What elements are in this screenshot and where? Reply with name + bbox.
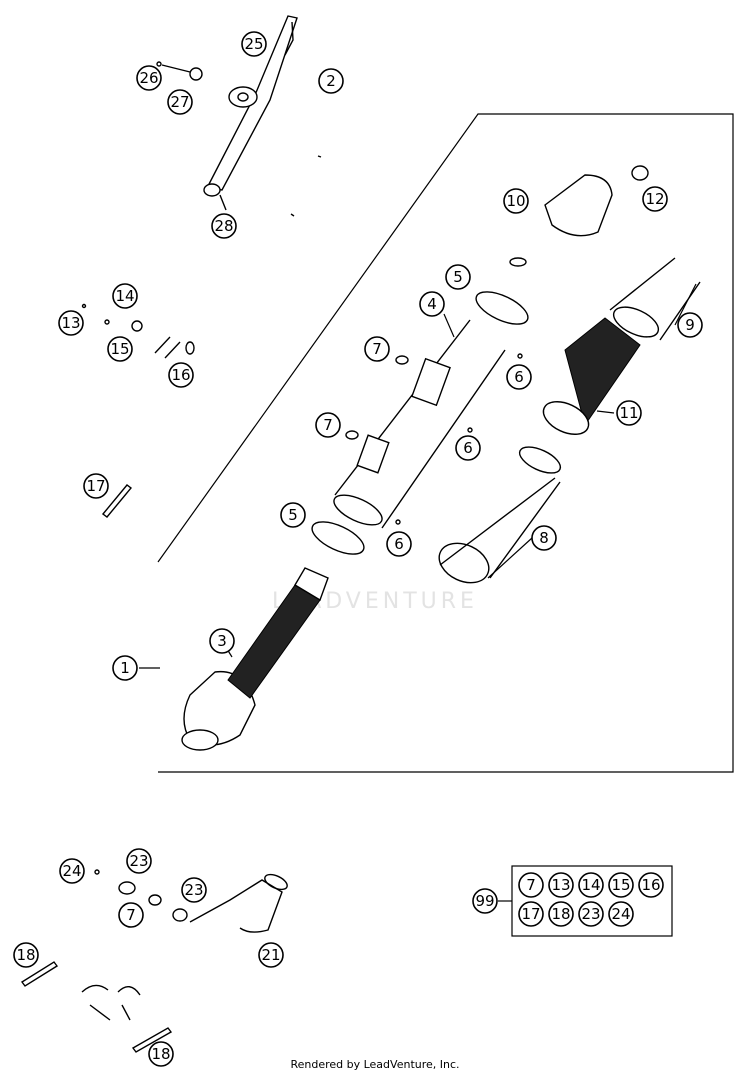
kit-99-label[interactable]: 99 — [472, 888, 498, 914]
callout-18a[interactable]: 18 — [13, 942, 39, 968]
callout-17[interactable]: 17 — [83, 473, 109, 499]
callout-5a[interactable]: 5 — [445, 264, 471, 290]
assembly-frame — [157, 113, 734, 773]
kit-item[interactable]: 18 — [548, 901, 574, 927]
svg-text:27: 27 — [170, 93, 189, 111]
svg-text:15: 15 — [110, 340, 129, 358]
svg-text:21: 21 — [261, 946, 280, 964]
svg-text:18: 18 — [16, 946, 35, 964]
svg-text:7: 7 — [126, 906, 136, 924]
svg-text:99: 99 — [475, 892, 494, 910]
callout-6a[interactable]: 6 — [506, 364, 532, 390]
svg-text:23: 23 — [581, 905, 600, 923]
svg-text:6: 6 — [514, 368, 524, 386]
svg-text:4: 4 — [427, 295, 437, 313]
svg-text:16: 16 — [171, 366, 190, 384]
svg-text:3: 3 — [217, 632, 227, 650]
kit-item[interactable]: 14 — [578, 872, 604, 898]
callout-28[interactable]: 28 — [211, 213, 237, 239]
svg-text:17: 17 — [86, 477, 105, 495]
lower-parts-group — [20, 869, 288, 1053]
svg-text:16: 16 — [641, 876, 660, 894]
svg-text:25: 25 — [244, 35, 263, 53]
callout-23a[interactable]: 23 — [126, 848, 152, 874]
kit-item[interactable]: 17 — [518, 901, 544, 927]
callout-6b[interactable]: 6 — [455, 435, 481, 461]
callout-8[interactable]: 8 — [531, 525, 557, 551]
kickstart-lever — [156, 15, 322, 217]
svg-text:26: 26 — [139, 69, 158, 87]
small-parts-13-16 — [81, 303, 195, 359]
callout-26[interactable]: 26 — [136, 65, 162, 91]
callout-7a[interactable]: 7 — [364, 336, 390, 362]
svg-text:14: 14 — [115, 287, 134, 305]
callout-14[interactable]: 14 — [112, 283, 138, 309]
kit-item[interactable]: 23 — [578, 901, 604, 927]
svg-text:7: 7 — [526, 876, 536, 894]
svg-text:14: 14 — [581, 876, 600, 894]
svg-text:7: 7 — [323, 416, 333, 434]
svg-text:28: 28 — [214, 217, 233, 235]
svg-text:13: 13 — [551, 876, 570, 894]
callout-6c[interactable]: 6 — [386, 531, 412, 557]
callout-7b[interactable]: 7 — [315, 412, 341, 438]
callout-15[interactable]: 15 — [107, 336, 133, 362]
svg-text:24: 24 — [62, 862, 81, 880]
callout-9[interactable]: 9 — [677, 312, 703, 338]
callout-4[interactable]: 4 — [419, 291, 445, 317]
callout-27[interactable]: 27 — [167, 89, 193, 115]
svg-text:9: 9 — [685, 316, 695, 334]
svg-text:5: 5 — [453, 268, 463, 286]
leader-lines — [139, 283, 697, 669]
footer-credit: Rendered by LeadVenture, Inc. — [290, 1058, 460, 1071]
callout-23b[interactable]: 23 — [181, 877, 207, 903]
svg-text:17: 17 — [521, 905, 540, 923]
svg-text:6: 6 — [463, 439, 473, 457]
kit-item[interactable]: 16 — [638, 872, 664, 898]
callout-12[interactable]: 12 — [642, 186, 668, 212]
svg-text:12: 12 — [645, 190, 664, 208]
svg-text:7: 7 — [372, 340, 382, 358]
callout-25[interactable]: 25 — [241, 31, 267, 57]
svg-text:23: 23 — [184, 881, 203, 899]
svg-text:23: 23 — [129, 852, 148, 870]
svg-text:1: 1 — [120, 659, 130, 677]
svg-text:10: 10 — [506, 192, 525, 210]
svg-text:2: 2 — [326, 72, 336, 90]
svg-text:18: 18 — [151, 1045, 170, 1063]
callout-13[interactable]: 13 — [58, 310, 84, 336]
kit-99: 99 7 13 14 15 16 17 18 23 24 — [472, 865, 673, 937]
svg-text:15: 15 — [611, 876, 630, 894]
svg-text:13: 13 — [61, 314, 80, 332]
pin-17 — [101, 484, 133, 518]
svg-text:24: 24 — [611, 905, 630, 923]
kit-item[interactable]: 15 — [608, 872, 634, 898]
callout-7c[interactable]: 7 — [118, 902, 144, 928]
kit-item[interactable]: 7 — [518, 872, 544, 898]
callout-3[interactable]: 3 — [209, 628, 235, 654]
kit-item[interactable]: 13 — [548, 872, 574, 898]
callout-5b[interactable]: 5 — [280, 502, 306, 528]
callout-18b[interactable]: 18 — [148, 1041, 174, 1067]
kit-item[interactable]: 24 — [608, 901, 634, 927]
callout-1[interactable]: 1 — [112, 655, 138, 681]
svg-text:11: 11 — [619, 404, 638, 422]
callout-21[interactable]: 21 — [258, 942, 284, 968]
callout-16[interactable]: 16 — [168, 362, 194, 388]
svg-text:6: 6 — [394, 535, 404, 553]
callout-11[interactable]: 11 — [616, 400, 642, 426]
svg-text:5: 5 — [288, 506, 298, 524]
callout-10[interactable]: 10 — [503, 188, 529, 214]
svg-text:8: 8 — [539, 529, 549, 547]
svg-text:18: 18 — [551, 905, 570, 923]
callout-24[interactable]: 24 — [59, 858, 85, 884]
callout-2[interactable]: 2 — [318, 68, 344, 94]
silencer-assembly — [181, 165, 701, 751]
